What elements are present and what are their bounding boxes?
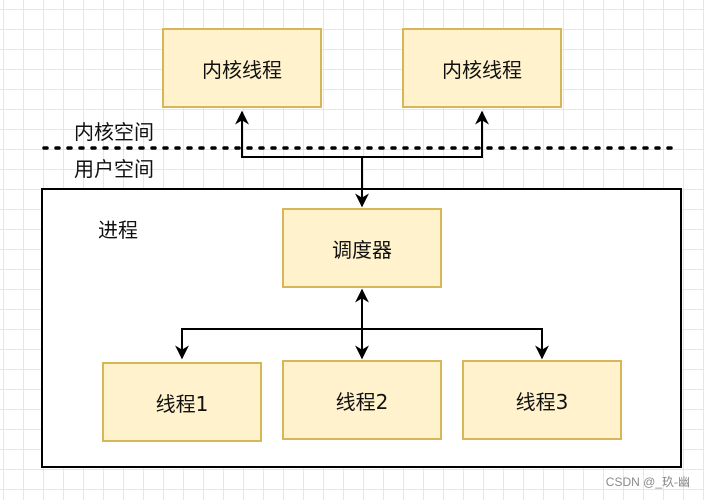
scheduler-label: 调度器 bbox=[332, 237, 392, 262]
process-label: 进程 bbox=[98, 218, 138, 242]
user-thread-2: 线程2 bbox=[282, 360, 442, 440]
kernel-thread-2: 内核线程 bbox=[402, 28, 562, 108]
user-thread-1: 线程1 bbox=[102, 362, 262, 442]
user-thread-label: 线程1 bbox=[155, 391, 209, 416]
scheduler-node: 调度器 bbox=[282, 208, 442, 288]
watermark-text: CSDN @_玖-幽 bbox=[605, 475, 690, 489]
kernel-space-label: 内核空间 bbox=[74, 120, 154, 144]
kernel-thread-1: 内核线程 bbox=[162, 28, 322, 108]
kernel-thread-label: 内核线程 bbox=[202, 57, 282, 82]
thread-branch-line bbox=[175, 328, 549, 360]
user-thread-3: 线程3 bbox=[462, 360, 622, 440]
kernel-thread-label: 内核线程 bbox=[442, 57, 522, 82]
user-thread-label: 线程2 bbox=[335, 389, 389, 414]
kernel-link-line bbox=[235, 110, 489, 158]
user-space-label: 用户空间 bbox=[74, 157, 154, 181]
user-thread-label: 线程3 bbox=[515, 389, 569, 414]
